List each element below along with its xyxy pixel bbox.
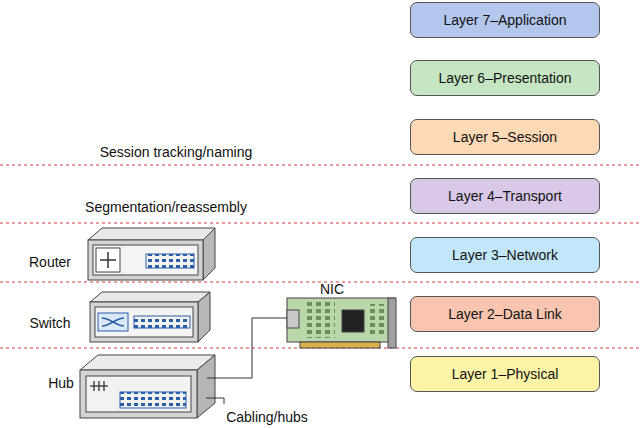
session-layer: Layer 5–Session: [410, 119, 600, 155]
layer-note: Segmentation/reassembly: [85, 199, 247, 215]
layer-separator: [0, 165, 640, 348]
layer-name: Layer 2–Data Link: [448, 306, 562, 322]
nic-card: [287, 298, 396, 348]
device-label: NIC: [320, 281, 344, 297]
device-label: Hub: [48, 375, 74, 391]
hub-icon: [80, 355, 215, 418]
router-icon: [88, 228, 215, 280]
layer-name: Layer 3–Network: [452, 247, 558, 263]
layer-note: Session tracking/naming: [100, 144, 253, 160]
layer-name: Layer 4–Transport: [448, 188, 562, 204]
network-cable: [206, 318, 288, 404]
data-link-layer: Layer 2–Data Link: [410, 296, 600, 332]
device-label: Switch: [29, 315, 70, 331]
layer-name: Layer 1–Physical: [452, 366, 559, 382]
layer-name: Layer 6–Presentation: [438, 70, 571, 86]
physical-layer: Layer 1–Physical: [410, 356, 600, 392]
network-layer: Layer 3–Network: [410, 237, 600, 273]
layer-name: Layer 7–Application: [444, 12, 567, 28]
device-label: Cabling/hubs: [226, 409, 308, 425]
device-label: Router: [29, 254, 71, 270]
presentation-layer: Layer 6–Presentation: [410, 60, 600, 96]
switch-icon: [90, 292, 210, 342]
application-layer: Layer 7–Application: [410, 2, 600, 38]
layer-name: Layer 5–Session: [453, 129, 557, 145]
transport-layer: Layer 4–Transport: [410, 178, 600, 214]
